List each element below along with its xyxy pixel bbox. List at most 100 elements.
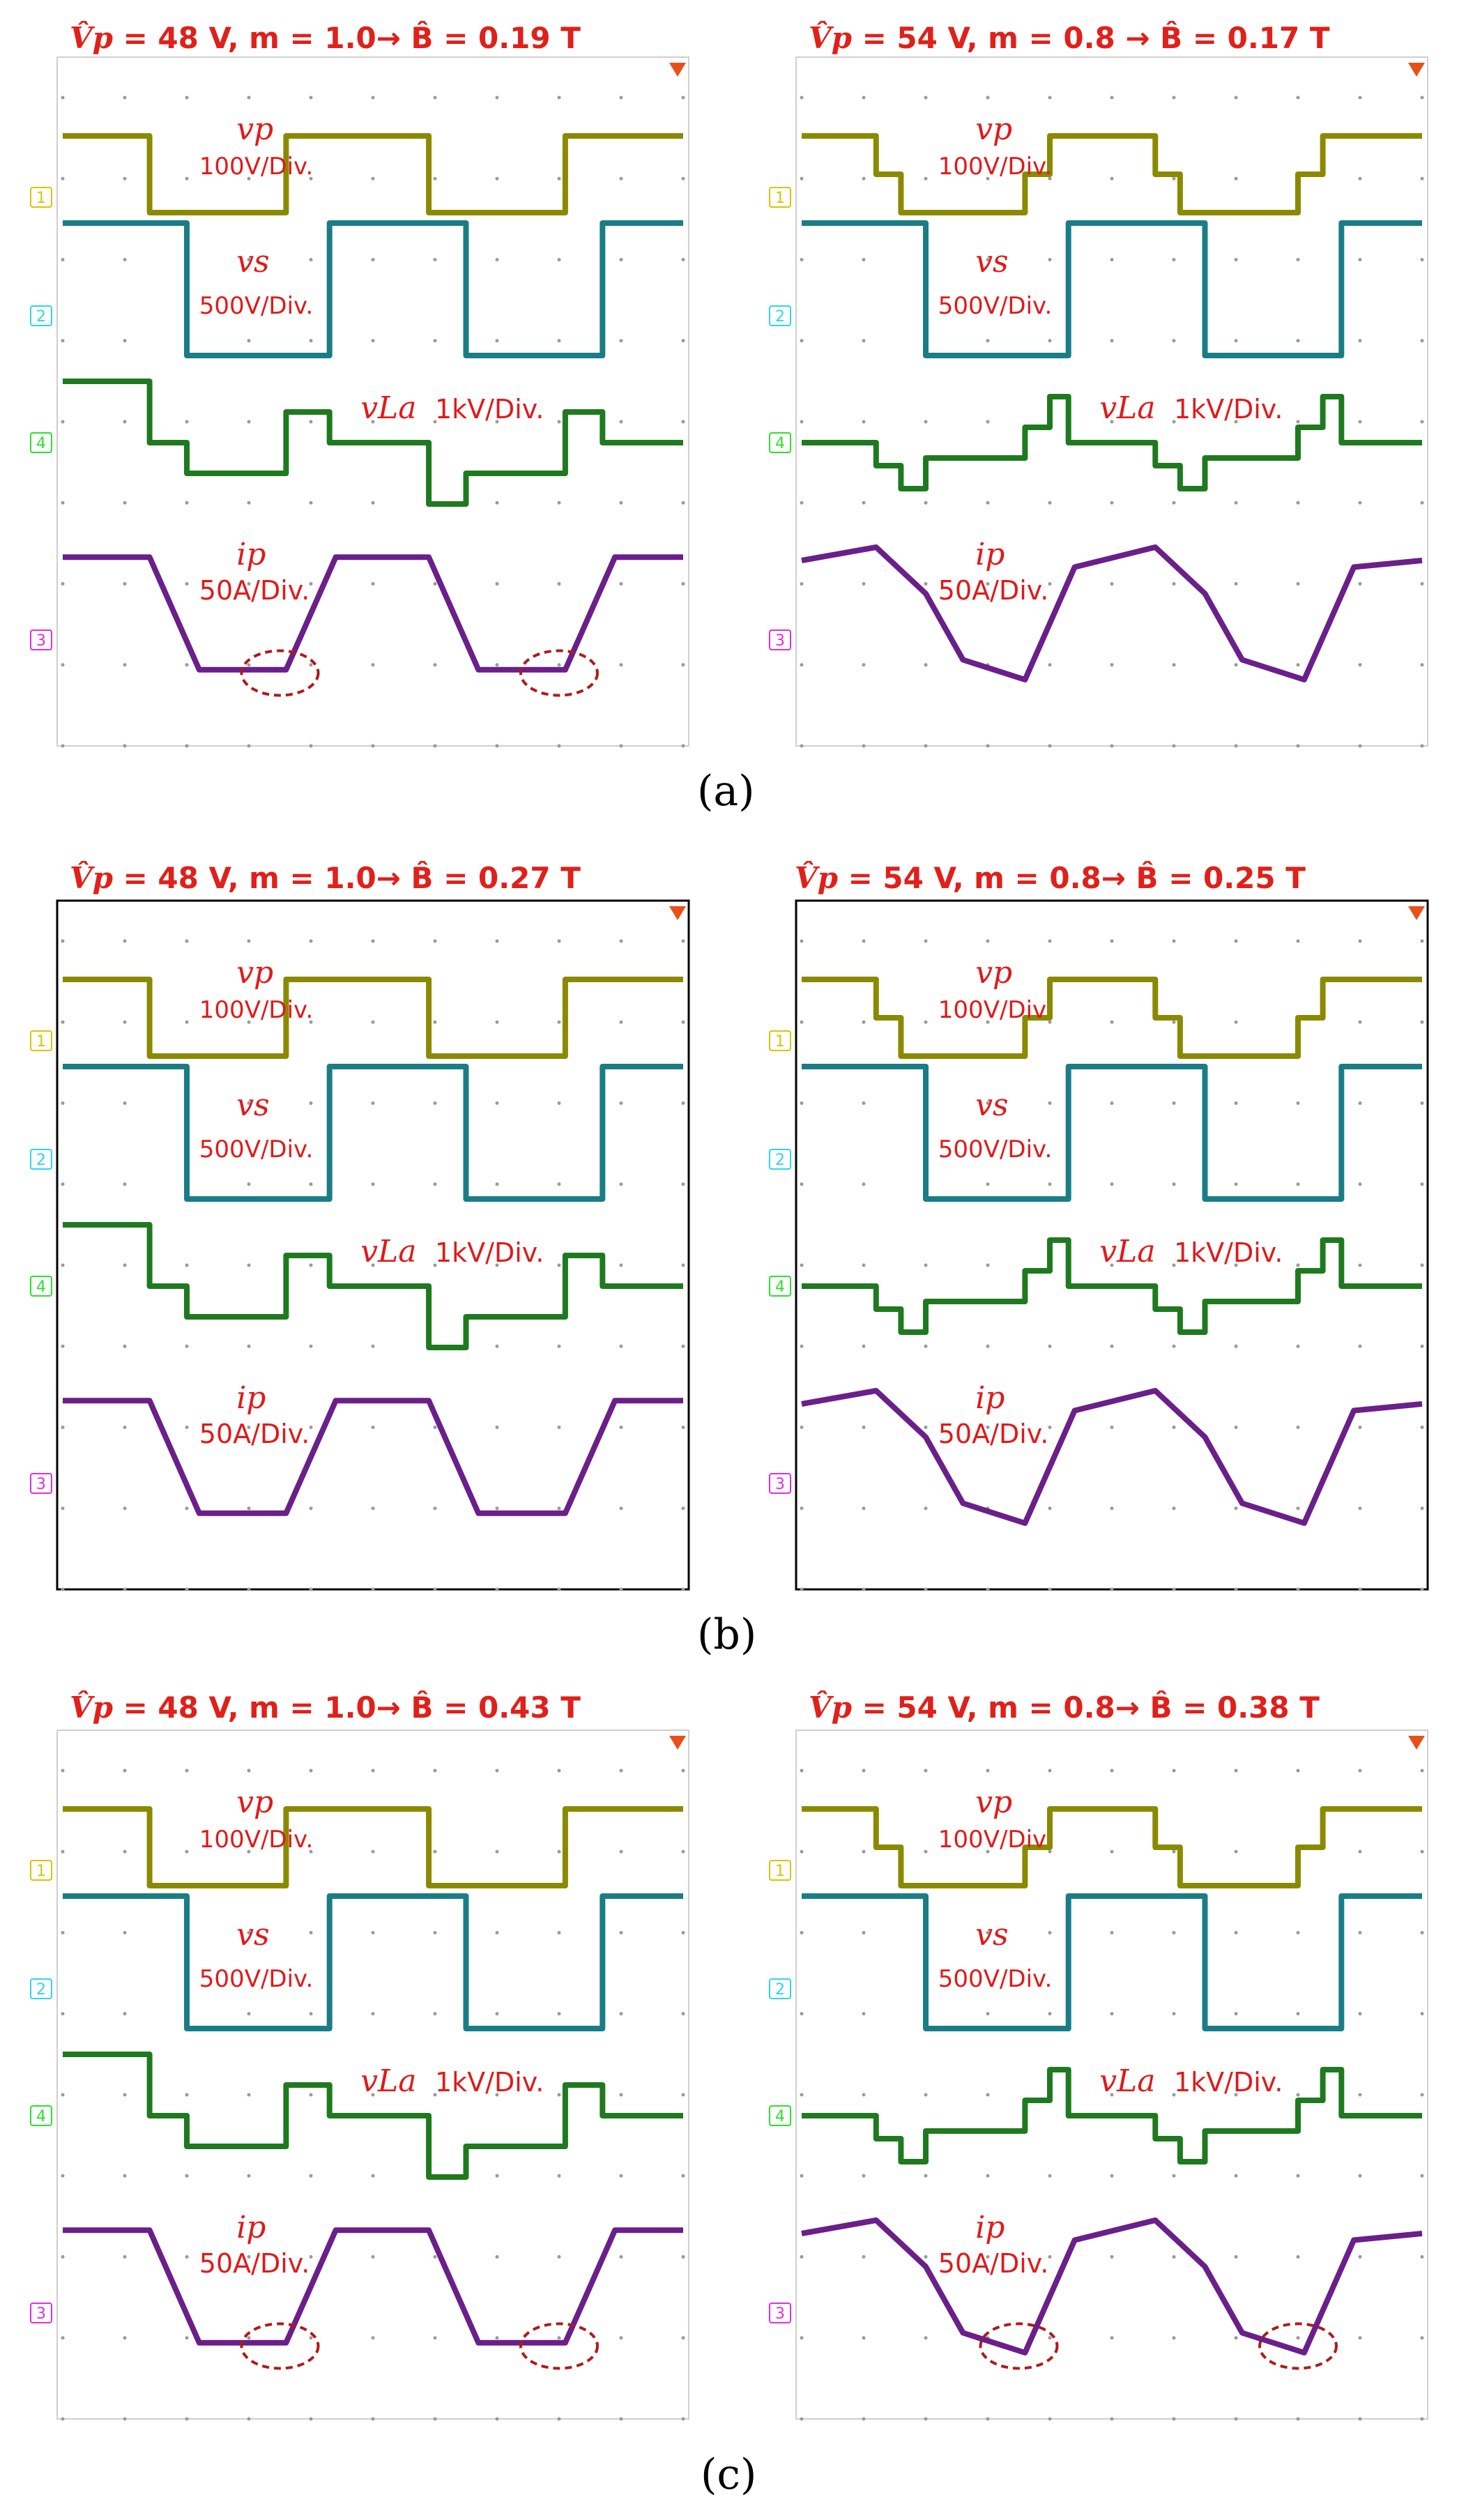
grid-dot (986, 420, 990, 424)
grid-dot (619, 2417, 623, 2421)
grid-dot (862, 339, 866, 343)
grid-dot (1234, 1020, 1238, 1024)
grid-dot (433, 1931, 437, 1934)
grid-dot (1172, 1587, 1176, 1591)
grid-dot (309, 1426, 313, 1429)
svg-text:1: 1 (36, 1033, 46, 1051)
grid-dot (433, 2255, 437, 2259)
waveform-ch1 (802, 977, 1422, 1059)
grid-dot (924, 1344, 928, 1348)
grid-dot (1358, 96, 1362, 100)
grid-dot (681, 2417, 685, 2421)
grid-dot (1420, 1931, 1424, 1934)
grid-dot (1358, 2012, 1362, 2016)
grid-dot (681, 420, 685, 424)
grid-dot (247, 96, 251, 100)
grid-dot (1296, 582, 1300, 586)
svg-text:2: 2 (775, 1981, 785, 1999)
label-vs: vs (975, 1917, 1008, 1953)
channel-marker-icon: 3 (30, 1473, 52, 1494)
channel-marker-icon: 2 (30, 1978, 52, 1999)
grid-dot (61, 1263, 65, 1267)
grid-dot (924, 2336, 928, 2340)
grid-dot (986, 1263, 990, 1267)
grid-dot (1234, 2336, 1238, 2340)
grid-dot (1234, 2417, 1238, 2421)
grid-dot (1296, 1101, 1300, 1105)
grid-dot (1172, 663, 1176, 667)
grid-dot (495, 2336, 499, 2340)
channel-marker-icon: 2 (769, 1978, 791, 1999)
grid-dot (619, 339, 623, 343)
grid-dot (1296, 339, 1300, 343)
waveform-ch3 (801, 544, 1423, 682)
grid-dot (1358, 1020, 1362, 1024)
grid-dot (61, 582, 65, 586)
grid-dot (986, 2012, 990, 2016)
label-vs: vs (236, 1917, 269, 1953)
grid-dot (247, 1020, 251, 1024)
grid-dot (123, 1769, 127, 1773)
grid-dot (1234, 2012, 1238, 2016)
svg-text:3: 3 (775, 1476, 785, 1493)
dashed-ellipse-highlight (519, 649, 599, 697)
grid-dot (1110, 420, 1114, 424)
grid-dot (61, 2012, 65, 2016)
grid-dot (681, 663, 685, 667)
grid-dot (433, 1101, 437, 1105)
grid-dot (1234, 1101, 1238, 1105)
grid-dot (495, 1263, 499, 1267)
grid-dot (371, 2012, 375, 2016)
grid-dot (557, 1426, 561, 1429)
grid-dot (247, 2174, 251, 2178)
grid-dot (1172, 339, 1176, 343)
grid-dot (1358, 1426, 1362, 1429)
grid-dot (619, 1020, 623, 1024)
label-ip-scale: 50A/Div. (199, 2248, 310, 2279)
grid-dot (433, 939, 437, 943)
grid-dot (1296, 2255, 1300, 2259)
grid-dot (309, 1587, 313, 1591)
grid-dot (61, 1020, 65, 1024)
grid-dot (1296, 939, 1300, 943)
grid-dot (1358, 2417, 1362, 2421)
grid-dot (1234, 2255, 1238, 2259)
grid-dot (1234, 1769, 1238, 1773)
grid-dot (619, 420, 623, 424)
grid-dot (862, 1426, 866, 1429)
waveform-ch2 (802, 1064, 1422, 1202)
grid-dot (123, 2417, 127, 2421)
grid-dot (495, 339, 499, 343)
grid-dot (309, 2417, 313, 2421)
grid-dot (433, 2336, 437, 2340)
grid-dot (123, 939, 127, 943)
grid-dot (986, 176, 990, 181)
label-vp: vp (236, 955, 273, 991)
grid-dot (619, 2255, 623, 2259)
grid-dot (1110, 1931, 1114, 1934)
label-vs: vs (236, 244, 269, 280)
grid-dot (1110, 1587, 1114, 1591)
label-vp: vp (236, 112, 273, 147)
grid-dot (185, 501, 189, 505)
grid-dot (1296, 2093, 1300, 2097)
grid-dot (495, 501, 499, 505)
grid-dot (924, 420, 928, 424)
grid-dot (371, 1849, 375, 1854)
waveform-ch1 (802, 133, 1422, 215)
grid-dot (247, 939, 251, 943)
grid-dot (1172, 1931, 1176, 1934)
grid-dot (1172, 1020, 1176, 1024)
waveform-ch3 (63, 1398, 683, 1516)
grid-dot (1048, 176, 1052, 181)
grid-dot (557, 420, 561, 424)
grid-dot (557, 1506, 561, 1511)
grid-dot (495, 1506, 499, 1511)
grid-dot (800, 939, 804, 943)
svg-text:1: 1 (36, 1863, 46, 1880)
waveform-ch4 (63, 1222, 683, 1350)
grid-dot (1358, 744, 1362, 748)
grid-dot (371, 176, 375, 181)
grid-dot (123, 1849, 127, 1854)
